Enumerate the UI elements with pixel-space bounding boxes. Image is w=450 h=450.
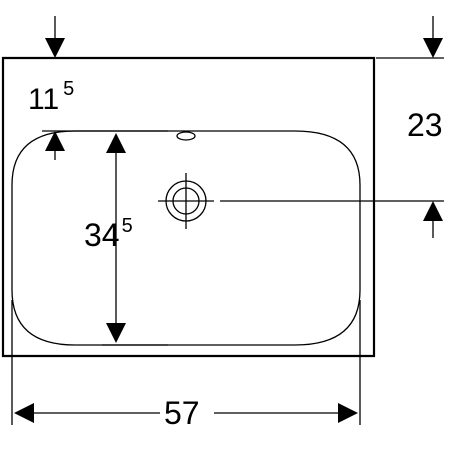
top-offset-arrow-head <box>45 38 65 58</box>
basin-outline <box>1 56 376 358</box>
width-arrow-right <box>338 403 358 423</box>
overflow-hole <box>176 131 196 141</box>
bowl-outline <box>11 130 361 346</box>
right-top-arrow-head <box>423 38 443 58</box>
bowl-depth-arrow-bottom <box>106 323 126 343</box>
right-bottom-arrow-head <box>423 201 443 221</box>
drain-height-label: 23 <box>407 107 443 143</box>
bowl-top-arrow-head <box>45 131 65 151</box>
width-arrow-left <box>14 403 34 423</box>
inner-width-label: 57 <box>164 395 200 431</box>
bowl-depth-arrow-top <box>106 133 126 153</box>
